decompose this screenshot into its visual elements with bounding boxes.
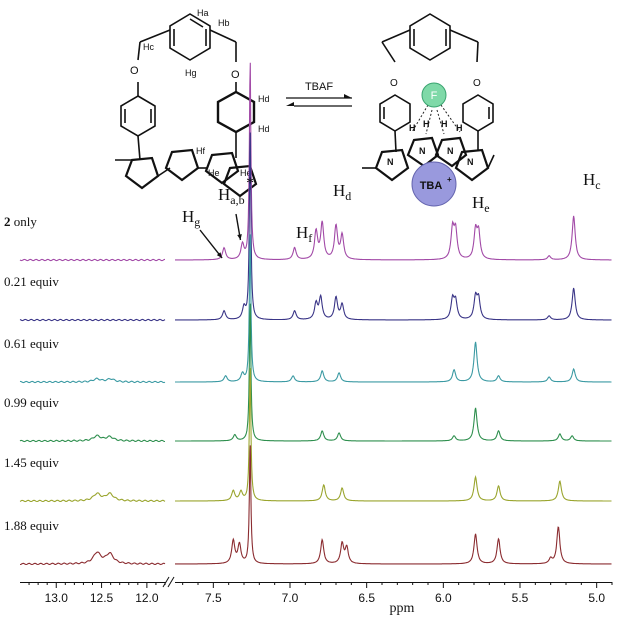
spectrum-1 <box>19 62 612 262</box>
spectrum-trace-right <box>175 132 612 321</box>
pyrrole-n-4: N <box>467 157 474 167</box>
peak-label-he: He <box>472 193 490 215</box>
pyrrole-n-3: N <box>447 146 454 156</box>
series-label: 0.21 equiv <box>4 274 59 289</box>
proton-label-hf: Hf <box>196 146 205 156</box>
series-label: 1.45 equiv <box>4 455 59 470</box>
oxygen-label-3: O <box>390 78 398 89</box>
x-tick-label: 7.0 <box>282 591 299 605</box>
x-tick-label: 5.0 <box>588 591 605 605</box>
nmr-spectra <box>19 62 612 566</box>
complex-structure <box>362 13 495 182</box>
nh-label-1: H <box>409 123 416 133</box>
tba-cation <box>411 161 457 207</box>
x-tick-label: 12.0 <box>135 591 159 605</box>
peak-label-arrows <box>199 213 242 259</box>
spectrum-2 <box>19 132 612 322</box>
spectrum-trace-left <box>19 492 166 503</box>
axis-break-mark <box>167 576 175 588</box>
series-label: 0.99 equiv <box>4 395 59 410</box>
peak-label-hab: Ha,b <box>218 185 245 207</box>
x-axis: 13.0 12.5 12.0 7.5 7.0 6.5 6.0 5.5 5.0 <box>20 576 613 605</box>
spectrum-5 <box>19 368 612 503</box>
proton-label-hb: Hb <box>218 18 230 28</box>
spectrum-trace-right <box>175 445 612 565</box>
hydrogen-bonds <box>411 104 461 135</box>
reagent-label: TBAF <box>305 81 333 93</box>
proton-label-hd-1: Hd <box>258 94 270 104</box>
spectrum-trace-left <box>19 258 165 262</box>
nh-label-4: H <box>456 123 463 133</box>
oxygen-label-1: O <box>130 65 139 77</box>
spectrum-trace-right <box>175 62 612 261</box>
x-tick-label: 6.5 <box>358 591 375 605</box>
pyrrole-n-2: N <box>419 146 426 156</box>
spectrum-trace-right <box>175 303 612 442</box>
pyrrole-n-1: N <box>387 157 394 167</box>
spectrum-trace-left <box>19 377 166 384</box>
proton-label-he-1: He <box>208 168 220 178</box>
oxygen-label-4: O <box>473 78 481 89</box>
x-tick-label: 13.0 <box>45 591 69 605</box>
fluoride-anion <box>421 82 447 108</box>
peak-label-hd: Hd <box>333 181 351 203</box>
spectrum-trace-left <box>19 318 166 322</box>
spectrum-trace-left <box>20 551 166 566</box>
proton-label-he-2: He <box>240 168 252 178</box>
x-tick-label: 12.5 <box>90 591 114 605</box>
nh-label-3: H <box>441 119 448 129</box>
peak-label-hg: Hg <box>182 207 200 229</box>
peak-label-hf: Hf <box>296 223 312 245</box>
series-label: 0.61 equiv <box>4 336 59 351</box>
x-tick-label: 6.0 <box>435 591 452 605</box>
spectrum-3 <box>19 234 612 384</box>
reaction-scheme: Ha Hb Hc Hg Hd Hd He He Hf O O TBAF <box>115 8 495 207</box>
proton-label-ha: Ha <box>197 8 209 18</box>
x-axis-label: ppm <box>390 601 415 616</box>
axis-line-right <box>175 582 612 583</box>
peak-label-hc: Hc <box>583 170 601 192</box>
free-receptor-structure <box>115 13 258 198</box>
spectrum-trace-right <box>175 368 612 502</box>
oxygen-label-2: O <box>231 69 240 81</box>
proton-label-hc: Hc <box>143 42 154 52</box>
tba-charge: + <box>447 175 452 184</box>
series-labels: 2 only 0.21 equiv 0.61 equiv 0.99 equiv 1.45… <box>4 214 59 533</box>
spectrum-trace-left <box>19 434 165 443</box>
series-label: 2 only <box>4 214 37 229</box>
equilibrium-arrows <box>286 94 352 107</box>
fluoride-label: F <box>431 90 438 102</box>
x-tick-label: 7.5 <box>205 591 222 605</box>
spectrum-6 <box>20 445 612 566</box>
axis-break-mark <box>162 576 170 588</box>
series-label: 1.88 equiv <box>4 518 59 533</box>
spectrum-trace-right <box>175 234 612 383</box>
x-tick-label: 5.5 <box>512 591 529 605</box>
spectrum-4 <box>19 303 612 443</box>
proton-label-hg: Hg <box>185 68 197 78</box>
tba-label: TBA <box>420 180 443 192</box>
proton-label-hd-2: Hd <box>258 124 270 134</box>
solvent-marker: * <box>246 175 254 192</box>
nh-label-2: H <box>423 119 430 129</box>
